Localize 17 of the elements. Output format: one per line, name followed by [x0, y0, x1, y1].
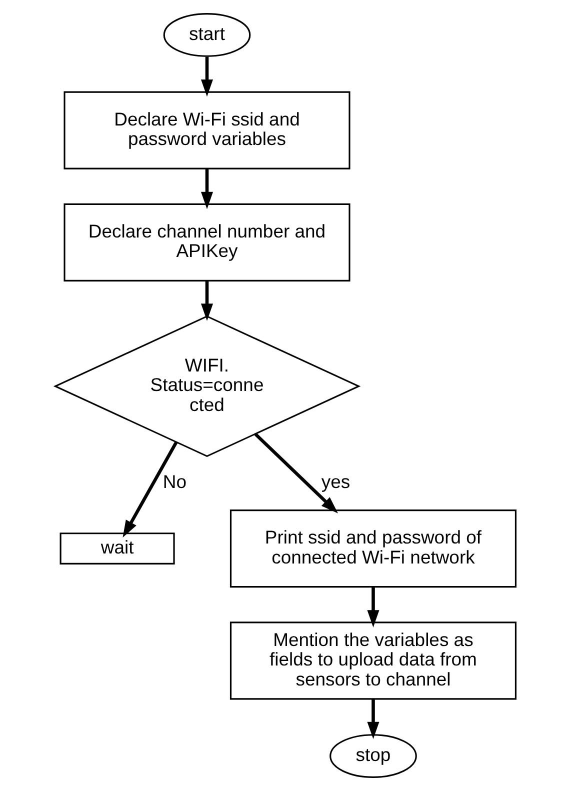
arrow: [366, 586, 379, 628]
node-box: Declare channel number and APIKey: [63, 203, 350, 282]
node-diamond: WIFI. Status=conne cted: [52, 315, 360, 458]
node-box: Mention the variables as fields to upload data from sensors to channel: [229, 622, 516, 700]
edge-label: yes: [320, 471, 350, 492]
arrow: [200, 280, 213, 321]
arrow: [122, 441, 178, 538]
node-box: wait: [59, 532, 174, 564]
arrow: [200, 56, 213, 97]
node-box: Print ssid and password of connected Wi-Fi network: [229, 509, 516, 588]
node-ellipse: stop: [329, 734, 416, 778]
node-box: Declare Wi-Fi ssid and password variables: [63, 91, 350, 170]
edge-label: No: [162, 471, 186, 492]
node-ellipse: start: [162, 13, 250, 57]
arrow: [200, 168, 213, 210]
arrow: [366, 699, 379, 740]
arrow: [254, 433, 338, 514]
